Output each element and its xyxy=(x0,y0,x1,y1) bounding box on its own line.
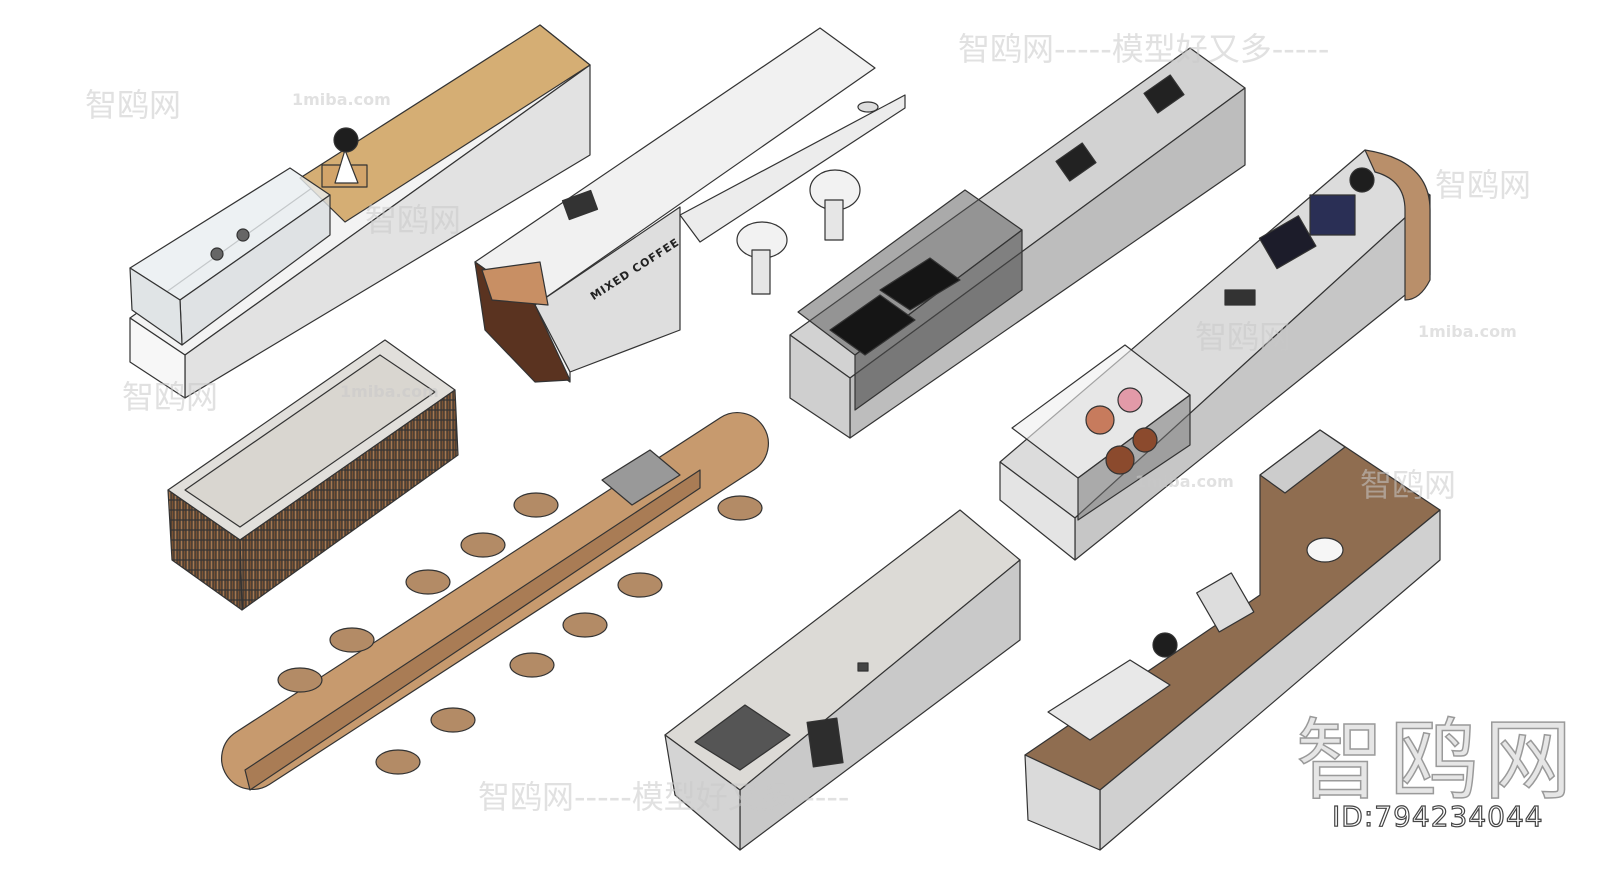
watermark-logo: 智鸥网 xyxy=(1295,708,1579,813)
counter-grey-black-case xyxy=(789,47,1246,439)
watermark-text: 智鸥网 xyxy=(1435,166,1532,204)
watermark-domain: 1miba.com xyxy=(340,382,439,401)
watermark-text: 智鸥网 xyxy=(365,201,462,239)
long-bar-table-with-stools xyxy=(221,411,769,791)
counter-cake-display xyxy=(999,149,1431,561)
watermark-text: 智鸥网 xyxy=(1360,466,1457,504)
counter-white-long xyxy=(474,27,906,383)
model-id-label: ID:794234044 xyxy=(1331,799,1544,833)
watermark-domain: 1miba.com xyxy=(292,90,391,109)
counter-marble-slatted xyxy=(167,339,459,611)
watermark-text: 智鸥网 xyxy=(85,86,182,124)
watermark-domain: 1miba.com xyxy=(1135,472,1234,491)
watermark-text: 智鸥网-----模型好又多----- xyxy=(478,778,850,816)
watermark-text: 智鸥网 xyxy=(122,378,219,416)
watermark-text: 智鸥网-----模型好又多----- xyxy=(958,30,1330,68)
counter-wood-top-glass-case xyxy=(129,24,591,399)
watermark-domain: 1miba.com xyxy=(1418,322,1517,341)
counter-sink-cabinets xyxy=(664,509,1021,851)
watermark-text: 智鸥网 xyxy=(1195,318,1292,356)
counter-l-shape-espresso xyxy=(1024,429,1441,851)
